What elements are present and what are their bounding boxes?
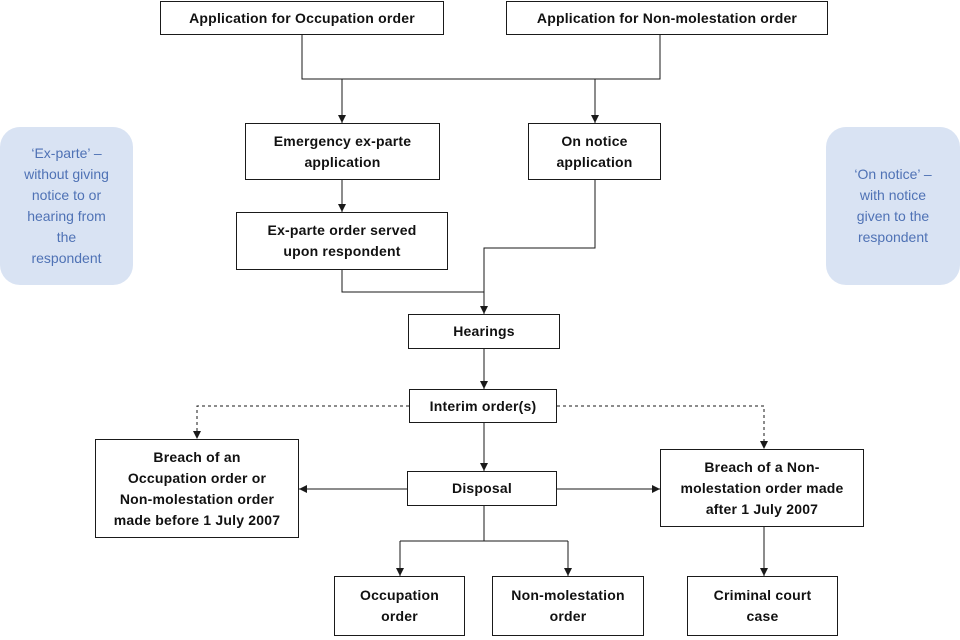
dotted-interim-to-breach-after — [557, 405, 768, 449]
connector-disposal-split — [400, 506, 568, 542]
ex-parte-order-served-box: Ex-parte order served upon respondent — [236, 212, 448, 270]
connector-on-notice-to-hearings — [480, 180, 596, 314]
non-molestation-order-box: Non-molestation order — [492, 576, 644, 636]
hearings-box: Hearings — [408, 314, 560, 349]
breach-before-2007-box: Breach of an Occupation order or Non-mol… — [95, 439, 299, 538]
dotted-interim-to-breach-before — [193, 405, 409, 439]
emergency-ex-parte-box: Emergency ex-parte application — [245, 123, 440, 180]
interim-orders-box: Interim order(s) — [409, 389, 557, 423]
breach-after-2007-box: Breach of a Non- molestation order made … — [660, 449, 864, 527]
connector-applications-merge — [301, 35, 661, 80]
on-notice-application-box: On notice application — [528, 123, 661, 180]
connector-served-to-hearings — [341, 270, 484, 293]
ex-parte-note: ‘Ex-parte’ – without giving notice to or… — [0, 127, 133, 285]
disposal-box: Disposal — [407, 471, 557, 506]
criminal-court-case-box: Criminal court case — [687, 576, 838, 636]
occupation-order-box: Occupation order — [334, 576, 465, 636]
on-notice-note: ‘On notice’ – with notice given to the r… — [826, 127, 960, 285]
non-molestation-application-box: Application for Non-molestation order — [506, 1, 828, 35]
occupation-application-box: Application for Occupation order — [160, 1, 444, 35]
